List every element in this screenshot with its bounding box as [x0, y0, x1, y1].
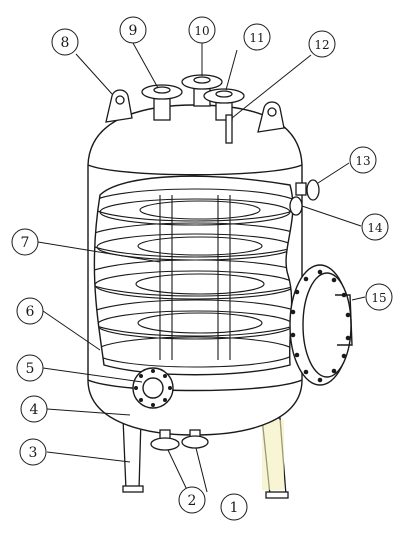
bottom-flanges	[150, 429, 209, 451]
svg-text:1: 1	[230, 500, 239, 516]
flange-2	[150, 437, 180, 451]
callout-8: 8	[51, 28, 79, 56]
flange-1	[181, 435, 209, 449]
callout-9: 9	[119, 16, 147, 44]
sensor-12	[225, 114, 233, 144]
lifting-lug-left	[105, 89, 133, 123]
svg-text:10: 10	[194, 24, 209, 38]
callout-12: 12	[308, 30, 336, 58]
svg-text:9: 9	[129, 23, 138, 39]
svg-text:8: 8	[61, 35, 70, 51]
svg-text:3: 3	[29, 445, 38, 461]
callout-11: 11	[243, 23, 271, 51]
callout-10: 10	[188, 16, 216, 44]
callout-2: 2	[178, 486, 206, 514]
svg-text:14: 14	[367, 221, 383, 235]
side-nozzles	[289, 179, 320, 216]
callouts: 1 2 3 4 5 6 7 8 9 10 11 12 13 14 15	[11, 16, 393, 521]
front-nozzle	[132, 367, 174, 409]
callout-3: 3	[19, 438, 47, 466]
svg-text:5: 5	[26, 361, 35, 377]
lifting-lugs	[105, 89, 285, 133]
svg-text:2: 2	[188, 493, 197, 509]
callout-13: 13	[349, 146, 377, 174]
callout-5: 5	[16, 354, 44, 382]
svg-text:13: 13	[355, 154, 370, 168]
svg-text:4: 4	[30, 402, 39, 418]
svg-text:11: 11	[249, 31, 264, 45]
nozzle-14	[289, 196, 303, 216]
svg-text:15: 15	[371, 291, 386, 305]
svg-text:12: 12	[314, 38, 329, 52]
callout-1: 1	[220, 493, 248, 521]
cutaway-view	[93, 175, 294, 376]
leader-lines	[37, 42, 366, 493]
callout-4: 4	[20, 395, 48, 423]
leg-foot-left	[122, 485, 144, 493]
lifting-lug-right	[257, 101, 285, 133]
callout-15: 15	[365, 283, 393, 311]
manhole	[289, 264, 353, 386]
svg-text:6: 6	[26, 304, 35, 320]
callout-14: 14	[361, 213, 389, 241]
support-legs	[122, 417, 289, 499]
leg-foot-right	[265, 491, 289, 499]
bottom-head-seam	[87, 379, 303, 392]
heating-coil	[94, 188, 293, 368]
callout-6: 6	[16, 297, 44, 325]
top-nozzles	[141, 74, 245, 144]
nozzle-13	[306, 179, 320, 201]
callout-7: 7	[11, 228, 39, 256]
svg-text:7: 7	[21, 235, 30, 251]
top-head-seam	[87, 164, 303, 176]
